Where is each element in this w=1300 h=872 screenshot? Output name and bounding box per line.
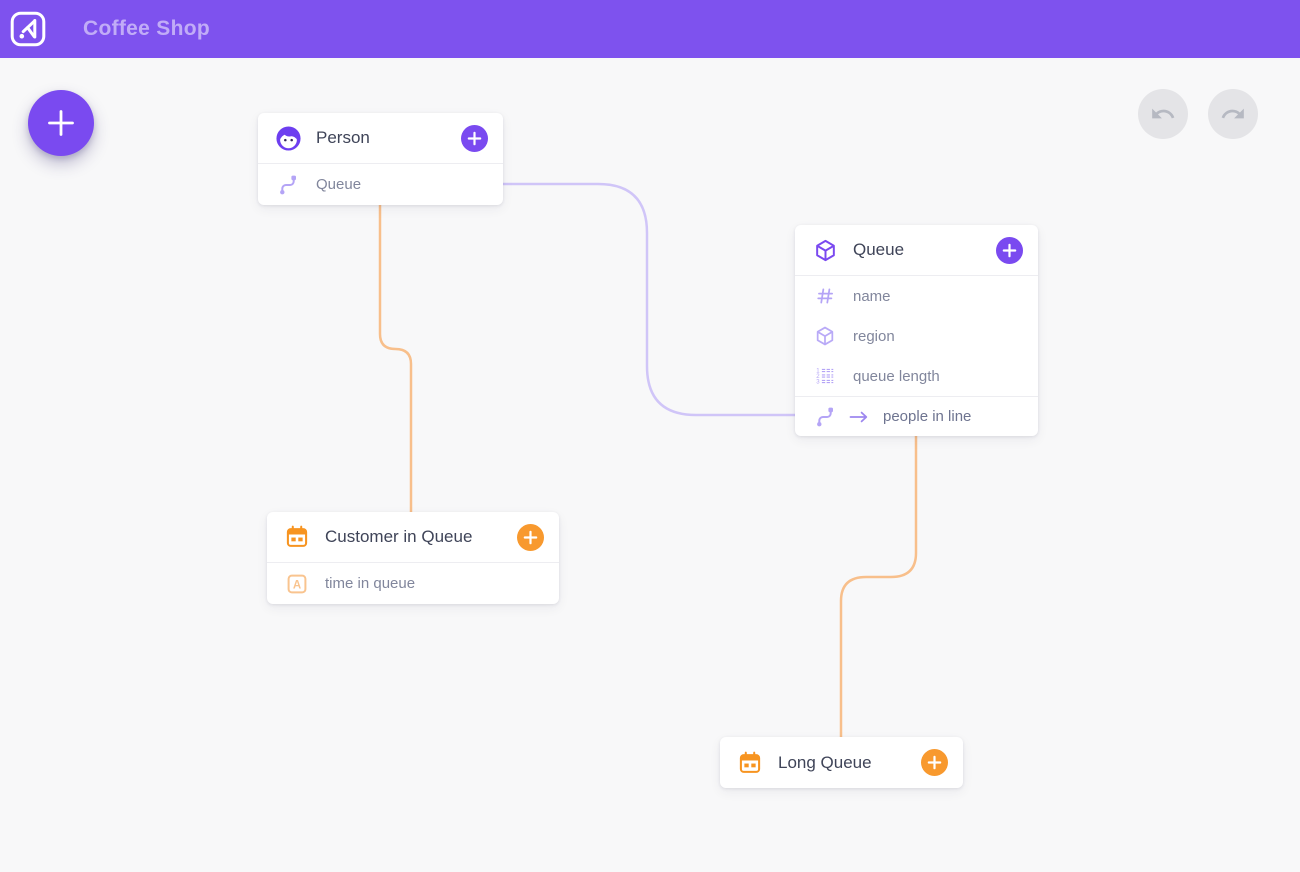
undo-arrow-icon: [1152, 108, 1175, 119]
add-entity-fab[interactable]: [28, 90, 94, 156]
node-title: Person: [316, 128, 370, 147]
node-title: Long Queue: [778, 752, 872, 772]
plus-icon: [1002, 243, 1017, 257]
add-attribute-button[interactable]: [996, 236, 1023, 264]
redo-arrow-icon: [1221, 108, 1244, 119]
node-header[interactable]: Queue: [795, 225, 1038, 275]
node-header[interactable]: Long Queue: [720, 737, 963, 788]
plus-icon: [927, 755, 942, 770]
svg-text:1: 1: [816, 369, 820, 375]
add-attribute-button[interactable]: [921, 749, 948, 776]
add-attribute-button[interactable]: [517, 523, 544, 551]
calendar-icon: [736, 749, 764, 777]
attribute-label: people in line: [883, 408, 972, 425]
app-header: Coffee Shop: [0, 0, 1300, 58]
node-card-customer-in-queue: Customer in Queue A time in queue: [267, 512, 559, 604]
svg-text:3: 3: [816, 380, 820, 386]
attribute-label: Queue: [316, 176, 362, 193]
edge-person-customer-in-queue[interactable]: [378, 202, 413, 514]
letter-a-icon: A: [283, 570, 311, 598]
route-icon: [811, 403, 839, 431]
page-title: Coffee Shop: [83, 17, 210, 40]
node-card-queue: Queue name: [795, 225, 1038, 436]
svg-text:2: 2: [816, 374, 820, 380]
attribute-row-relation[interactable]: people in line: [795, 396, 1038, 436]
add-attribute-button[interactable]: [461, 124, 488, 152]
node-header[interactable]: Person: [258, 113, 503, 163]
attribute-label: region: [853, 327, 895, 345]
attribute-label: queue length: [853, 367, 940, 385]
k-logo-icon[interactable]: [10, 11, 46, 47]
face-icon: [274, 124, 302, 152]
attribute-label: name: [853, 287, 891, 305]
route-icon: [274, 171, 302, 199]
node-title: Customer in Queue: [325, 527, 473, 546]
node-card-long-queue: Long Queue: [720, 737, 963, 788]
node-title: Queue: [853, 240, 905, 259]
plus-icon: [467, 131, 482, 145]
attribute-row[interactable]: A time in queue: [267, 563, 559, 604]
edge-person-queue[interactable]: [501, 182, 797, 417]
node-card-person: Person Queue: [258, 113, 503, 205]
attribute-row[interactable]: name: [795, 276, 1038, 316]
plus-icon: [48, 110, 74, 136]
hash-icon: [811, 282, 839, 310]
cube-icon: [811, 236, 839, 264]
arrow-right-icon: [847, 409, 871, 425]
cube-outline-icon: [811, 322, 839, 350]
plus-icon: [523, 530, 538, 544]
redo-button[interactable]: [1208, 89, 1258, 139]
node-header[interactable]: Customer in Queue: [267, 512, 559, 562]
edge-queue-long-queue[interactable]: [839, 433, 918, 739]
attribute-row[interactable]: region: [795, 316, 1038, 356]
attribute-label: time in queue: [325, 575, 416, 592]
attribute-row[interactable]: Queue: [258, 164, 503, 205]
calendar-icon: [283, 523, 311, 551]
svg-text:A: A: [293, 579, 301, 591]
undo-button[interactable]: [1138, 89, 1188, 139]
